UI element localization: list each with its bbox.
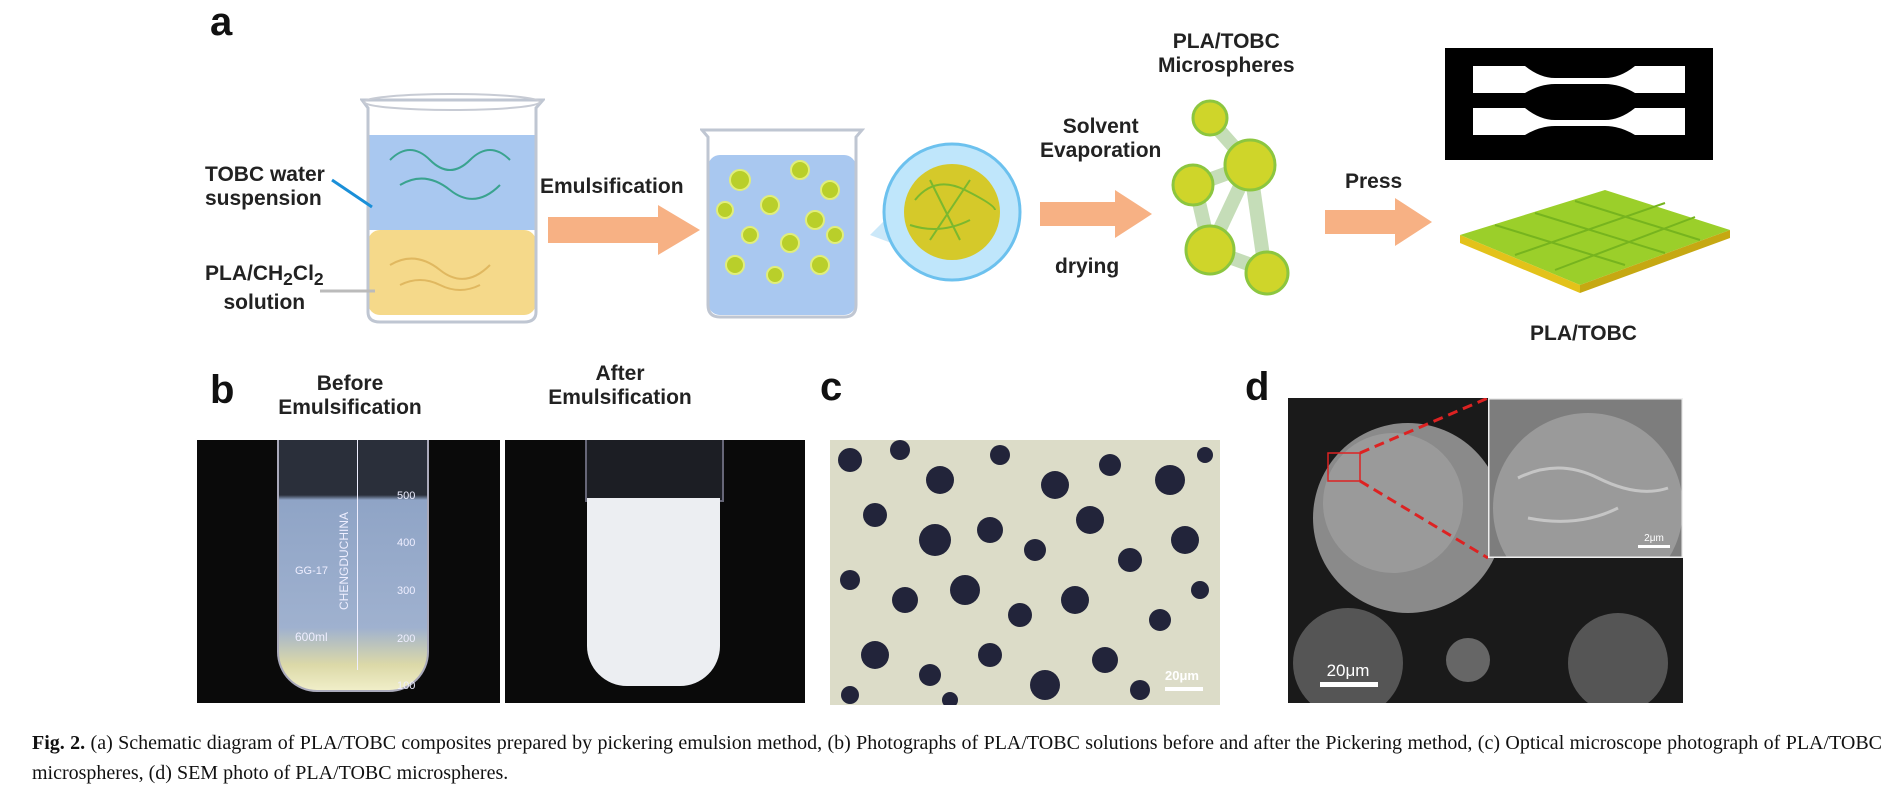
after-label: After Emulsification [535,362,705,410]
beaker-tobc-pla-icon [360,93,545,324]
panel-label-b: b [210,368,235,412]
photo-optical-microscope: 20μm [830,440,1220,705]
zoom-line-top [1359,398,1489,455]
before-line1: Before [316,372,384,395]
tick-200: 200 [397,633,416,645]
beaker-brand-text: CHENGDUCHINA [337,511,351,610]
photo-sem: 2μm 20μm [1288,398,1683,703]
beaker-volume-text: 600ml [295,630,328,644]
scale-bar-d [1320,682,1378,687]
composite-sheet-icon [1460,190,1730,293]
after-line1: After [595,362,645,385]
tick-300: 300 [397,585,416,597]
pla-label-line2: solution [223,291,306,315]
arrow-right-icon [548,205,700,255]
after-line2: Emulsification [548,386,692,409]
step-emulsification: Emulsification [540,175,684,198]
figure-caption: Fig. 2. (a) Schematic diagram of PLA/TOB… [32,728,1882,788]
pointer-arrow-gray-icon [320,289,375,293]
microsphere-cluster-icon [1171,99,1290,296]
pla-sub2: 2 [313,269,324,290]
pla-label: PLA/CH2Cl2 solution [205,262,324,315]
caption-label: Fig. 2. [32,732,86,754]
scale-bar-c [1165,687,1203,691]
tick-500: 500 [397,490,416,502]
scale-bar-d-text: 20μm [1327,661,1370,680]
caption-text: (a) Schematic diagram of PLA/TOBC compos… [32,732,1883,784]
panel-label-c: c [820,365,843,409]
before-label: Before Emulsification [265,372,435,420]
tick-100: 100 [397,680,416,692]
zoom-line-bottom [1359,479,1489,560]
pla-text-mid: Cl [292,262,314,285]
step2-line2: Evaporation [1040,139,1162,162]
pla-sub1: 2 [283,269,293,290]
scale-bar-inset-text: 2μm [1644,533,1664,544]
tobc-label-line2: suspension [205,187,322,210]
arrow-right-icon [1040,190,1152,238]
sem-inset: 2μm [1488,398,1683,558]
before-line2: Emulsification [278,396,422,419]
pla-text: PLA/CH [205,262,284,285]
microspheres-line2: Microspheres [1158,54,1295,77]
beaker-emulsion-icon [700,128,865,319]
tobc-label-line1: TOBC water [205,163,325,186]
microspheres-label: PLA/TOBC Microspheres [1158,30,1295,78]
step2-line1: Solvent [1062,115,1139,138]
photo-after-emulsification [505,440,805,703]
photo-before-emulsification: CHENGDUCHINA GG-17 600ml 500 400 300 200… [197,440,500,703]
emulsion-droplet-magnified-icon [870,142,1022,282]
scale-bar-c-text: 20μm [1165,668,1199,683]
step-solvent-evaporation: Solvent Evaporation [1040,115,1161,163]
scale-bar-inset [1638,545,1670,548]
dogbone-specimens-icon [1445,48,1713,160]
tick-400: 400 [397,537,416,549]
microspheres-line1: PLA/TOBC [1172,30,1280,53]
step-press: Press [1345,170,1403,193]
panel-label-d: d [1245,365,1270,409]
tobc-label: TOBC water suspension [205,163,325,211]
arrow-right-icon [1325,198,1432,246]
panel-label-a: a [210,0,233,44]
product-label: PLA/TOBC [1530,322,1637,345]
pointer-arrow-icon [331,178,373,209]
zoom-region-box [1327,452,1361,482]
beaker-code-text: GG-17 [295,565,329,577]
step-drying: drying [1055,255,1120,278]
